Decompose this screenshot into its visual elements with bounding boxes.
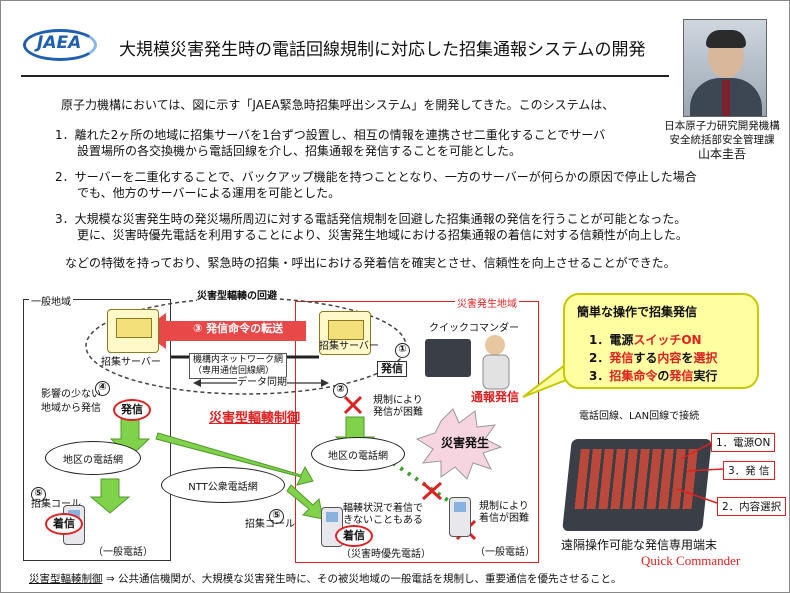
footer-definition: ⇒ 公共通信機関が、大規模な災害発生時に、その被災地域の一般電話を規制し、重要通… <box>105 573 622 585</box>
step3-label: ③ 発信命令の転送 <box>193 322 284 335</box>
step1-marker: ① <box>395 337 410 358</box>
step4-marker: ④ <box>95 375 110 396</box>
low-impact-label-a: 影響の少ない <box>41 389 101 400</box>
disaster-occur-label: 災害発生 <box>441 436 490 450</box>
phone-general-left-label: （一般電話） <box>93 547 153 558</box>
quick-commander-small-device <box>425 339 471 377</box>
step5-mid-marker: ⑤ <box>269 503 284 524</box>
network-label: 機構内ネットワーク網 （専用通信回線網） <box>189 353 288 379</box>
title-divider <box>21 75 669 77</box>
green-arrow-left-2 <box>89 478 131 514</box>
recv-mid-badge: 着信 <box>335 525 373 547</box>
server-left <box>107 309 159 353</box>
intro-text: 原子力機構においては、図に示す「JAEA緊急時招集呼出システム」を開発してきた。… <box>61 98 615 112</box>
network-label-a: 機構内ネットワーク網 <box>193 355 284 365</box>
notify-send-label: 通報発信 <box>471 390 520 404</box>
disaster-area-label: 災害発生地域 <box>455 295 519 310</box>
step5-left-marker: ⑤ <box>31 481 46 502</box>
send-label: 発信 <box>377 361 407 377</box>
bubble-step2: 2．発信する内容を選択 <box>589 351 718 365</box>
device-callout-lines <box>676 442 724 504</box>
server-right-label: 招集サーバー <box>319 341 379 352</box>
phone-general-right-label: （一般電話） <box>475 547 535 558</box>
transfer-arrow <box>141 313 306 349</box>
author-org: 日本原子力研究開発機構 <box>664 120 780 132</box>
item2-line2: でも、他方のサーバーによる運用を可能とした。 <box>77 186 341 200</box>
item3-line1: 3．大規模な災害発生時の発災場所周辺に対する電話発信規制を回避した招集通報の発信… <box>55 212 687 226</box>
explosion-shape <box>415 408 503 480</box>
call-left-label: 招集コール <box>31 499 81 510</box>
priority-phone-label: （災害時優先電話） <box>341 549 431 560</box>
device-callout-select: 2．内容選択 <box>717 497 787 516</box>
bubble-step1: 1．電源スイッチON <box>589 333 702 347</box>
congest-note-b: きないこともある <box>343 515 423 526</box>
sync-label: データ同期 <box>237 377 287 389</box>
quick-commander-label-small: クイックコマンダー <box>429 323 519 334</box>
item1-line2: 設置場所の各交換機から電話回線を介し、招集通報を発信することを可能とした。 <box>77 144 522 158</box>
network-label-b: （専用通信回線網） <box>193 366 275 376</box>
server-right <box>319 311 371 355</box>
jaea-logo-ring <box>23 29 97 61</box>
operator-body <box>482 354 510 390</box>
bubble-title: 簡単な操作で招集発信 <box>577 305 698 319</box>
item2-line1: 2．サーバーを二重化することで、バックアップ機能を持つこととなり、一方のサーバー… <box>55 170 697 184</box>
restrict-send-a: 規制により <box>373 395 423 406</box>
recv-left-badge: 着信 <box>45 513 83 535</box>
device-product-name: Quick Commander <box>641 553 741 568</box>
author-dept: 安全統括部安全管理課 <box>669 134 775 146</box>
call-mid-label: 招集コール <box>245 519 295 530</box>
green-arrow-mid <box>286 484 324 520</box>
restrict-recv-b: 着信が困難 <box>479 513 529 524</box>
page-title: 大規模災害発生時の電話回線規制に対応した招集通報システムの開発 <box>119 40 646 60</box>
author-caption: 日本原子力研究開発機構 安全統括部安全管理課 山本圭吾 <box>657 119 787 161</box>
disaster-area-frame <box>295 301 539 563</box>
device-caption: 遠隔操作可能な発信専用端末 <box>561 538 718 552</box>
footer-term: 災害型輻輳制御 <box>29 573 103 585</box>
operator-head <box>485 335 505 355</box>
phone-right <box>449 497 471 537</box>
local-net-left: 地区の電話網 <box>45 441 141 475</box>
dotted-route <box>391 461 451 503</box>
local-net-right: 地区の電話網 <box>311 437 405 471</box>
general-area-frame <box>23 299 171 561</box>
server-left-label: 招集サーバー <box>101 357 161 368</box>
detour-label: 災害型輻輳の回避 <box>197 291 277 303</box>
connection-label: 電話回線、LAN回線で接続 <box>579 411 700 422</box>
general-area-label: 一般地域 <box>29 293 73 308</box>
send-left-badge: 発信 <box>113 399 151 421</box>
congest-note-a: 輻輳状況で着信で <box>343 503 423 514</box>
device-callout-send: 3．発 信 <box>723 461 775 480</box>
green-arrow-ntt <box>155 432 314 486</box>
footer-note: 災害型輻輳制御 ⇒ 公共通信機関が、大規模な災害発生時に、その被災地域の一般電話… <box>29 571 621 586</box>
item1-line1: 1．離れた2ヶ所の地域に招集サーバを1台ずつ設置し、相互の情報を連携させ二重化す… <box>55 128 606 142</box>
closing-text: などの特徴を持っており、緊急時の招集・呼出における発着信を確実とさせ、信頼性を向… <box>65 256 676 270</box>
ntt-net: NTT公衆電話網 <box>161 467 285 503</box>
author-photo <box>683 19 767 117</box>
device-callout-power: 1．電源ON <box>711 433 776 452</box>
item3-line2: 更に、災害時優先電話を利用することにより、災害発生地域における招集通報の着信に対… <box>77 228 688 242</box>
operation-bubble: 簡単な操作で招集発信 1．電源スイッチON 2．発信する内容を選択 3．招集命令… <box>563 293 759 389</box>
author-name: 山本圭吾 <box>697 147 746 161</box>
restrict-recv-a: 規制により <box>479 501 529 512</box>
low-impact-label-b: 地域から発信 <box>41 403 101 414</box>
jaea-logo: JAEA <box>37 33 82 53</box>
restrict-send-b: 発信が困難 <box>373 407 423 418</box>
step2-marker: ② <box>333 377 348 398</box>
bubble-step3: 3．招集命令の発信実行 <box>589 369 718 383</box>
congestion-control-label: 災害型輻輳制御 <box>209 411 301 426</box>
